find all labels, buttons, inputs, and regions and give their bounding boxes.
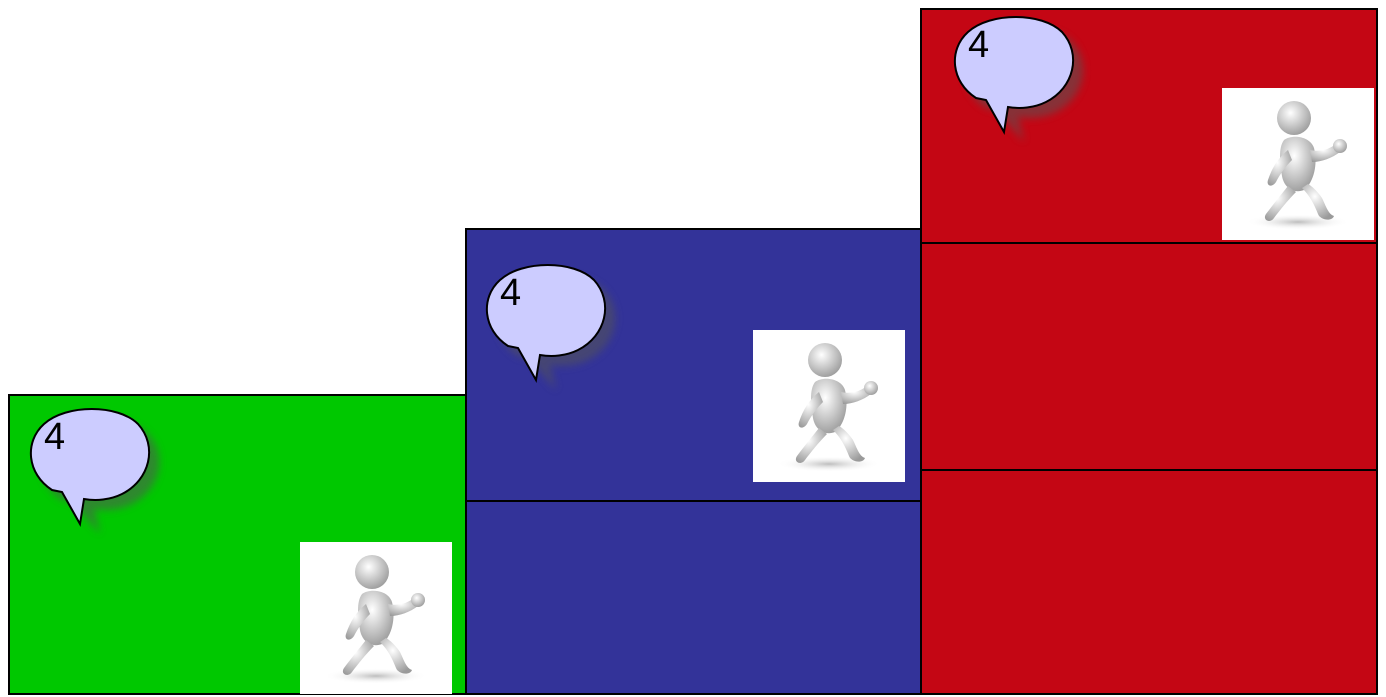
step-blue-bottom-block bbox=[465, 500, 923, 695]
running-person-image-green bbox=[300, 542, 452, 694]
speech-bubble-green: 4 bbox=[22, 402, 172, 542]
speech-bubble-blue: 4 bbox=[478, 258, 628, 398]
bubble-label: 4 bbox=[968, 26, 989, 64]
step-red-middle-block bbox=[920, 242, 1378, 472]
bubble-label: 4 bbox=[500, 274, 521, 312]
running-person-image-red bbox=[1222, 88, 1374, 240]
bubble-label: 4 bbox=[44, 418, 65, 456]
running-person-icon bbox=[753, 330, 905, 482]
step-red-bottom-block bbox=[920, 469, 1378, 695]
speech-bubble-red: 4 bbox=[946, 10, 1096, 150]
running-person-image-blue bbox=[753, 330, 905, 482]
running-person-icon bbox=[1222, 88, 1374, 240]
running-person-icon bbox=[300, 542, 452, 694]
